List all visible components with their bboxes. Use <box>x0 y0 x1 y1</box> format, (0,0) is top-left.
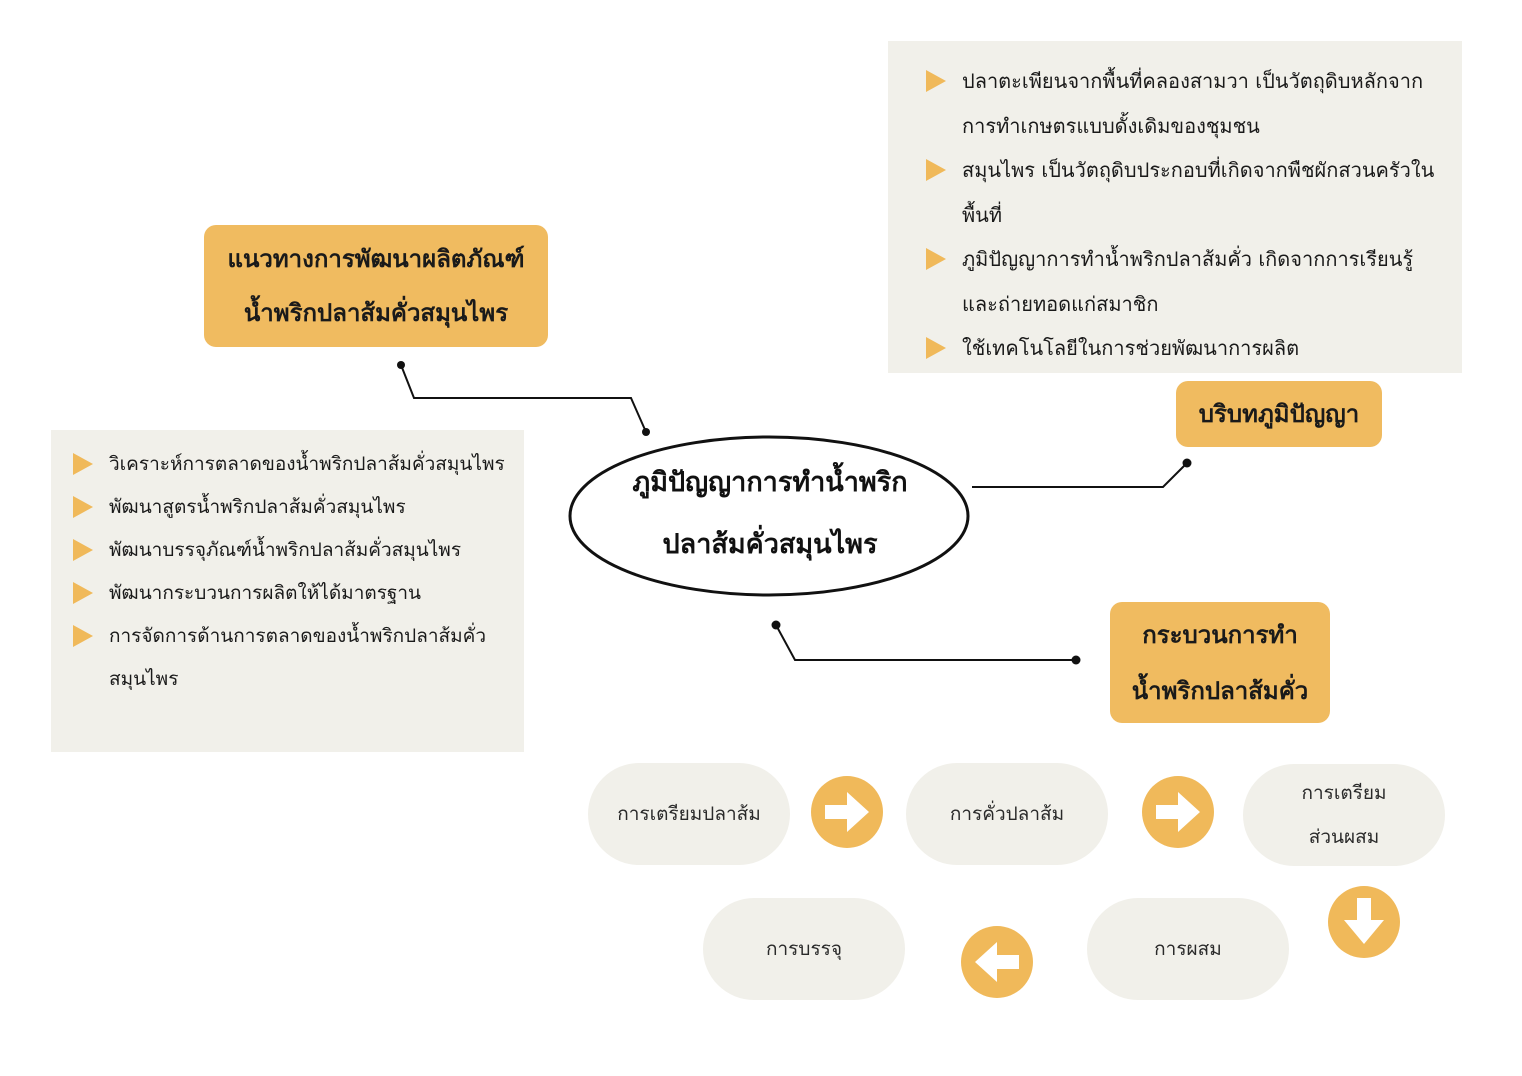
triangle-right-icon <box>73 625 93 647</box>
center-title-line1: ภูมิปัญญาการทำน้ำพริก <box>632 467 908 498</box>
development-label: แนวทางการพัฒนาผลิตภัณฑ์ น้ำพริกปลาส้มคั่… <box>204 225 548 347</box>
connector-process <box>775 624 1076 661</box>
development-list-item-text: พัฒนากระบวนการผลิตให้ได้มาตรฐาน <box>109 582 422 604</box>
context-list-item: ใช้เทคโนโลยีในการช่วยพัฒนาการผลิต <box>926 326 1442 371</box>
connector-context <box>972 462 1188 488</box>
step-roast-fish: การคั่วปลาส้ม <box>906 763 1108 865</box>
development-list-item: การจัดการด้านการตลาดของน้ำพริกปลาส้มคั่ว… <box>73 615 514 701</box>
step-prepare-ingredients-line1: การเตรียม <box>1301 782 1387 804</box>
step-pack: การบรรจุ <box>703 898 905 1000</box>
step-prepare-ingredients-line2: ส่วนผสม <box>1308 826 1380 848</box>
process-label: กระบวนการทำ น้ำพริกปลาส้มคั่ว <box>1110 602 1330 723</box>
connector-dev <box>400 364 647 433</box>
connector-context-dot <box>1182 458 1192 468</box>
development-label-line2: น้ำพริกปลาส้มคั่วสมุนไพร <box>243 299 509 327</box>
development-list-item: วิเคราะห์การตลาดของน้ำพริกปลาส้มคั่วสมุน… <box>73 443 514 486</box>
development-list: วิเคราะห์การตลาดของน้ำพริกปลาส้มคั่วสมุน… <box>73 443 514 701</box>
development-list-item: พัฒนาบรรจุภัณฑ์น้ำพริกปลาส้มคั่วสมุนไพร <box>73 529 514 572</box>
development-list-item: พัฒนากระบวนการผลิตให้ได้มาตรฐาน <box>73 572 514 615</box>
context-list-item: ภูมิปัญญาการทำน้ำพริกปลาส้มคั่ว เกิดจากก… <box>926 237 1442 326</box>
arrow-right-icon <box>811 776 883 848</box>
arrow-right-icon <box>1142 776 1214 848</box>
context-list-item-text: ภูมิปัญญาการทำน้ำพริกปลาส้มคั่ว เกิดจากก… <box>962 247 1414 316</box>
step-roast-fish-label: การคั่วปลาส้ม <box>949 803 1065 825</box>
triangle-right-icon <box>926 159 946 181</box>
connector-dev-dot-end <box>642 428 650 436</box>
step-prepare-fish: การเตรียมปลาส้ม <box>588 763 790 865</box>
center-title-line2: ปลาส้มคั่วสมุนไพร <box>662 529 878 560</box>
context-list-item-text: ปลาตะเพียนจากพื้นที่คลองสามวา เป็นวัตถุด… <box>962 69 1424 138</box>
triangle-right-icon <box>73 496 93 518</box>
context-panel: ปลาตะเพียนจากพื้นที่คลองสามวา เป็นวัตถุด… <box>888 41 1462 373</box>
step-prepare-fish-label: การเตรียมปลาส้ม <box>617 803 761 825</box>
triangle-right-icon <box>926 337 946 359</box>
connector-process-dot-start <box>771 620 781 630</box>
context-label: บริบทภูมิปัญญา <box>1176 381 1382 447</box>
development-list-item: พัฒนาสูตรน้ำพริกปลาส้มคั่วสมุนไพร <box>73 486 514 529</box>
arrow-left-icon <box>961 926 1033 998</box>
development-label-line1: แนวทางการพัฒนาผลิตภัณฑ์ <box>227 245 525 273</box>
development-list-item-text: พัฒนาบรรจุภัณฑ์น้ำพริกปลาส้มคั่วสมุนไพร <box>109 539 462 561</box>
triangle-right-icon <box>926 70 946 92</box>
context-list: ปลาตะเพียนจากพื้นที่คลองสามวา เป็นวัตถุด… <box>926 59 1442 371</box>
triangle-right-icon <box>73 453 93 475</box>
step-mix: การผสม <box>1087 898 1289 1000</box>
step-mix-label: การผสม <box>1154 938 1222 960</box>
process-label-line1: กระบวนการทำ <box>1142 620 1298 649</box>
arrow-down-icon <box>1328 886 1400 958</box>
triangle-right-icon <box>73 582 93 604</box>
development-list-item-text: พัฒนาสูตรน้ำพริกปลาส้มคั่วสมุนไพร <box>109 496 406 518</box>
context-list-item-text: ใช้เทคโนโลยีในการช่วยพัฒนาการผลิต <box>962 336 1300 360</box>
process-label-line2: น้ำพริกปลาส้มคั่ว <box>1131 676 1309 705</box>
development-panel: วิเคราะห์การตลาดของน้ำพริกปลาส้มคั่วสมุน… <box>51 430 524 752</box>
context-list-item: ปลาตะเพียนจากพื้นที่คลองสามวา เป็นวัตถุด… <box>926 59 1442 148</box>
triangle-right-icon <box>73 539 93 561</box>
context-list-item-text: สมุนไพร เป็นวัตถุดิบประกอบที่เกิดจากพืชผ… <box>962 158 1435 227</box>
step-prepare-ingredients: การเตรียม ส่วนผสม <box>1243 764 1445 866</box>
center-title: ภูมิปัญญาการทำน้ำพริก ปลาส้มคั่วสมุนไพร <box>570 452 970 576</box>
context-list-item: สมุนไพร เป็นวัตถุดิบประกอบที่เกิดจากพืชผ… <box>926 148 1442 237</box>
center-ellipse <box>568 435 970 597</box>
connector-dev-dot-start <box>397 361 405 369</box>
development-list-item-text: วิเคราะห์การตลาดของน้ำพริกปลาส้มคั่วสมุน… <box>109 453 505 475</box>
context-label-text: บริบทภูมิปัญญา <box>1198 400 1360 428</box>
step-pack-label: การบรรจุ <box>766 938 842 960</box>
triangle-right-icon <box>926 248 946 270</box>
connector-process-dot-end <box>1071 655 1081 665</box>
development-list-item-text: การจัดการด้านการตลาดของน้ำพริกปลาส้มคั่ว… <box>109 625 487 690</box>
